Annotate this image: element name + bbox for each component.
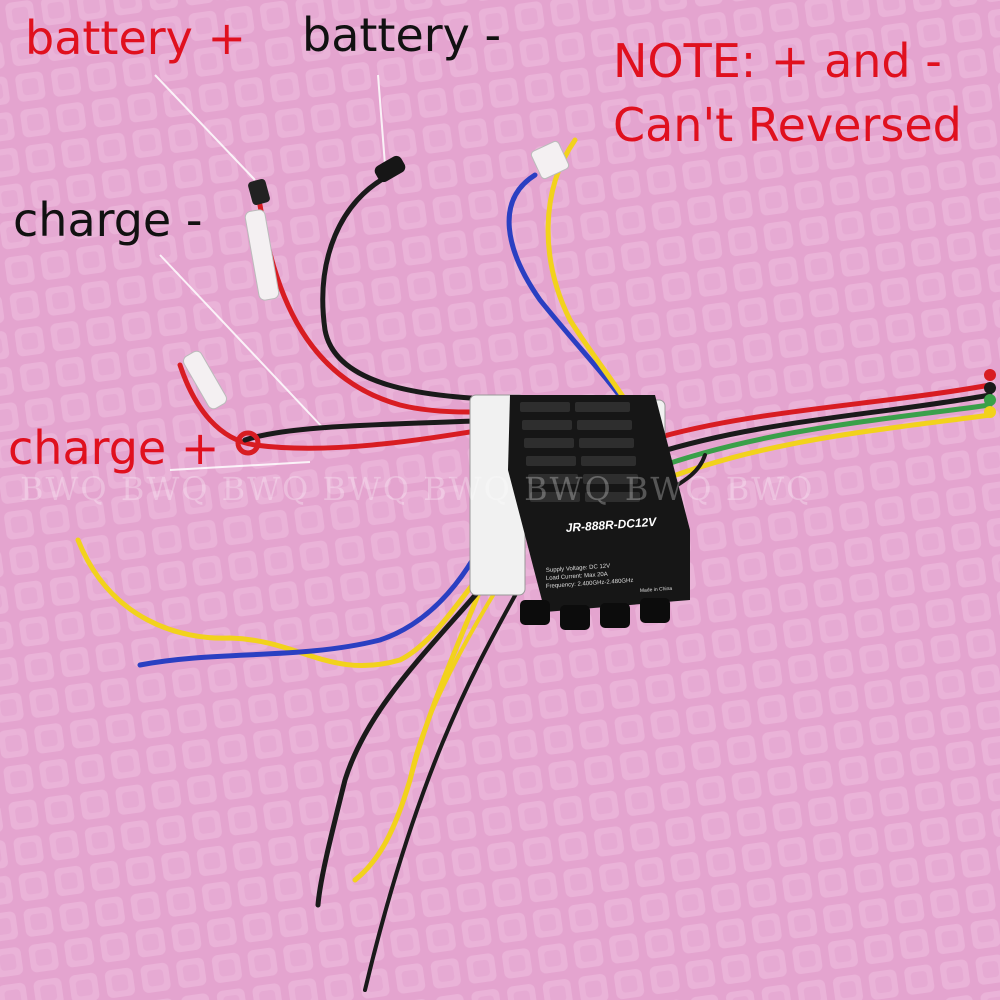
- pointer-battery-plus: [154, 74, 256, 181]
- pointer-lines: [154, 74, 386, 471]
- right-black-wire: [647, 392, 993, 458]
- right-green-wire: [647, 402, 993, 473]
- module-bottom-connectors: [520, 598, 670, 630]
- black-wire-bottom-2: [363, 588, 520, 992]
- watermark: BWQ BWQ BWQ BWQ BWQ BWQ BWQ BWQ: [20, 470, 815, 508]
- note-line-2: Can't Reversed: [613, 98, 962, 152]
- pointer-charge-plus: [169, 461, 311, 471]
- right-yellow-wire: [647, 412, 993, 488]
- module-body: [508, 395, 690, 612]
- label-battery-minus: battery -: [302, 8, 502, 62]
- black-wire-bottom: [315, 557, 508, 908]
- battery-plus-terminal: [248, 178, 270, 206]
- right-red-wire: [647, 382, 993, 443]
- connectors: [183, 140, 996, 456]
- top-label-tag: [530, 140, 570, 180]
- label-charge-plus: charge +: [8, 421, 220, 475]
- battery-minus-black-wire: [320, 172, 518, 403]
- note-line-1: NOTE: + and -: [613, 34, 942, 88]
- charge-minus-black-wire: [242, 417, 503, 443]
- wires: [75, 137, 993, 992]
- vent-grille: [520, 402, 640, 502]
- module-model: JR-888R-DC12V: [565, 515, 657, 535]
- label-battery-plus: battery +: [25, 11, 247, 65]
- red-coil: [235, 430, 261, 456]
- yellow-wire-top: [545, 137, 643, 428]
- label-charge-minus: charge -: [13, 193, 203, 247]
- right-bundle-ends: [984, 369, 996, 418]
- pointer-charge-minus: [159, 254, 326, 431]
- module-made-in: Made in China: [640, 586, 673, 594]
- module-spec-1: Supply Voltage: DC 12V: [546, 564, 611, 574]
- controller-module: JR-888R-DC12V Supply Voltage: DC 12V Loa…: [469, 394, 690, 630]
- blue-wire-top: [506, 172, 638, 423]
- charge-plus-red-wire: [177, 362, 498, 451]
- charge-plus-label-tube: [183, 350, 227, 410]
- battery-minus-terminal: [374, 155, 406, 183]
- battery-plus-label-tube: [244, 209, 280, 301]
- pointer-battery-minus: [377, 74, 386, 166]
- module-spec-2: Load Current: Max 20A: [546, 572, 608, 582]
